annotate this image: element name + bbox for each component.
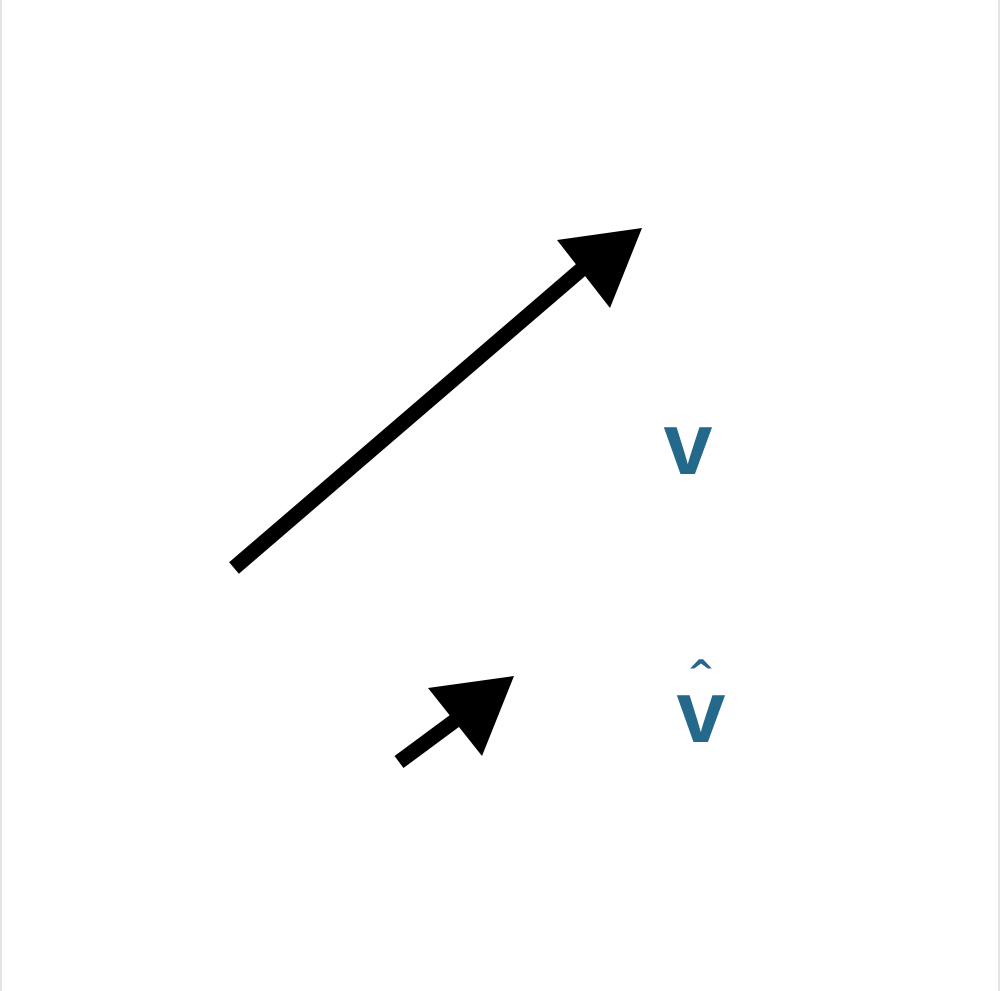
unit-vector-arrowhead	[428, 676, 514, 756]
unit-vector-label: v	[677, 662, 726, 761]
vector-v-shaft	[229, 256, 595, 574]
vector-v-arrowhead	[557, 228, 642, 308]
vector-v-arrow	[229, 228, 642, 574]
vector-v-label: v	[664, 394, 713, 493]
unit-vector-hat-mark: ^	[687, 653, 716, 693]
unit-vector-arrow	[394, 676, 514, 769]
